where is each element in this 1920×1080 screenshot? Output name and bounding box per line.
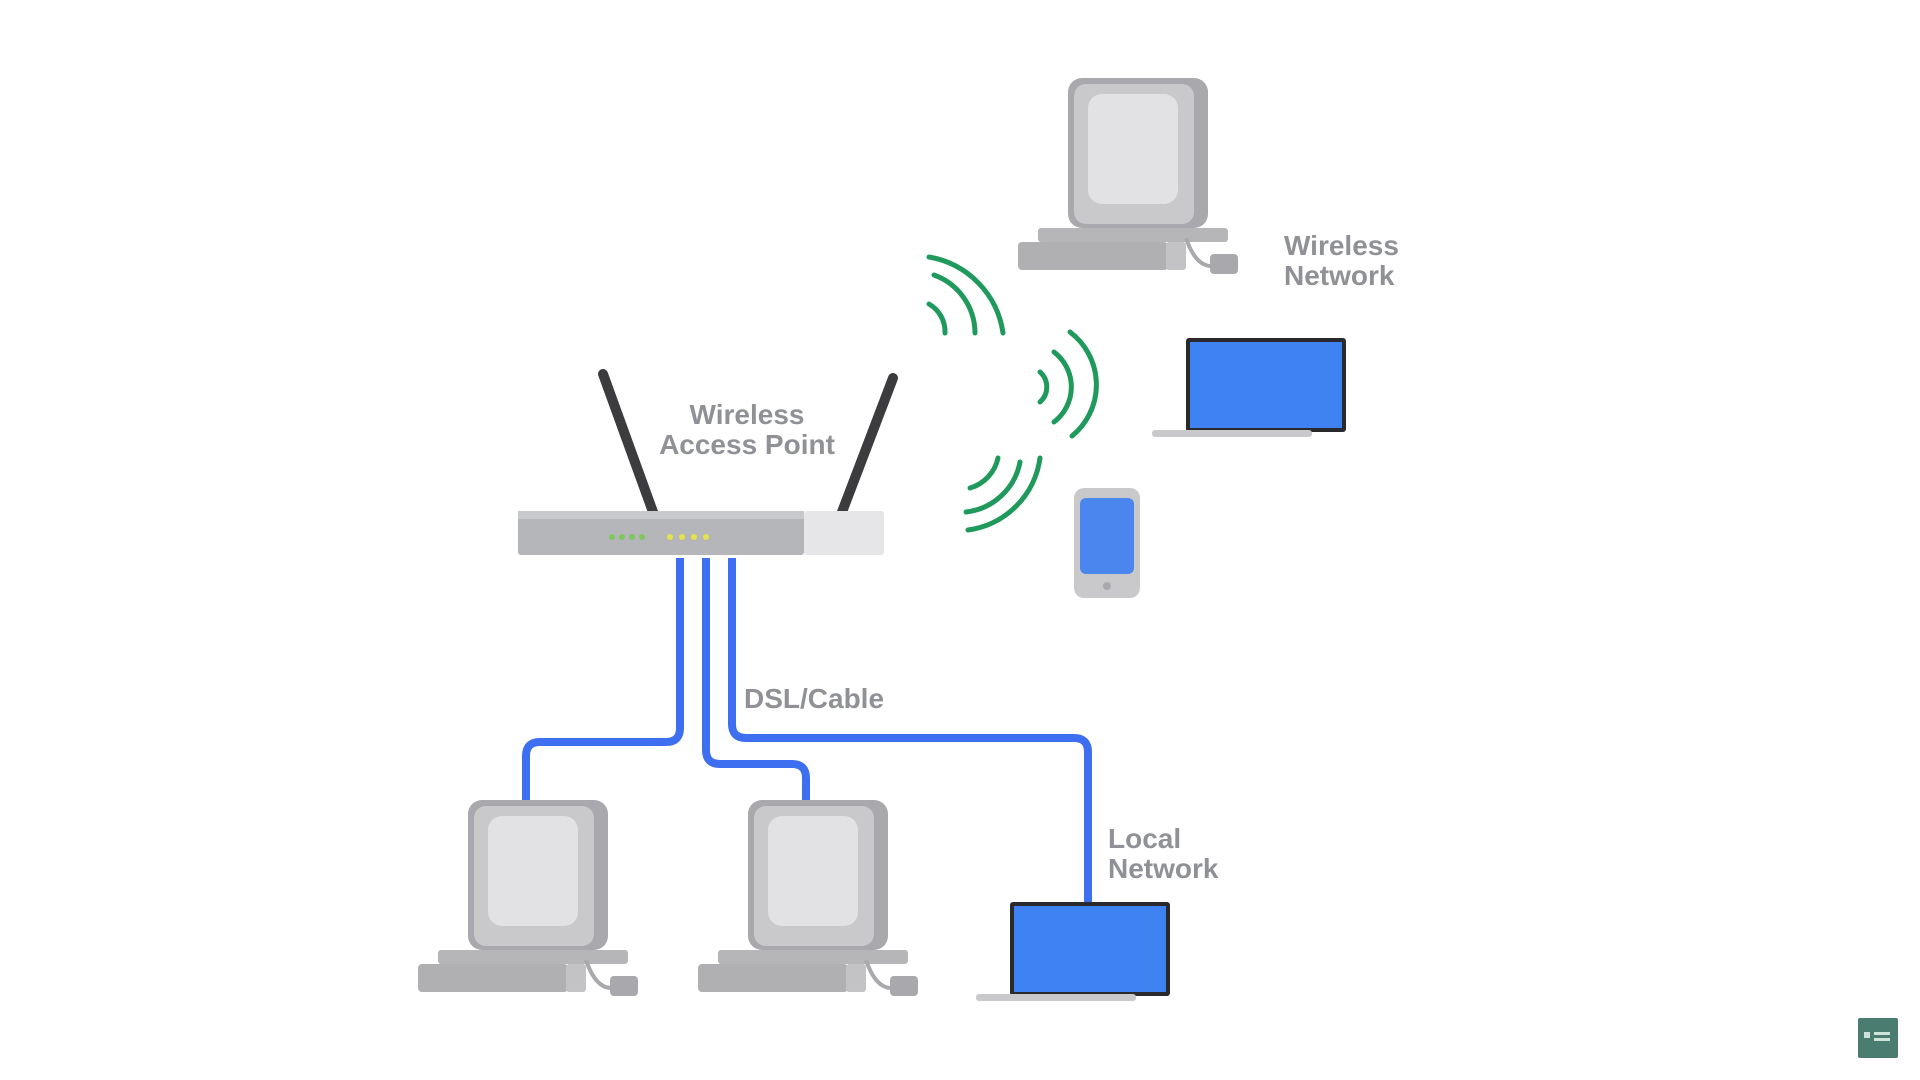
- cable-to-desktop-1: [522, 558, 684, 810]
- cable-to-desktop-2: [702, 558, 810, 810]
- desktop-computer-icon: [1016, 76, 1240, 276]
- laptop-icon: [1152, 338, 1346, 437]
- wireless-network-label: Wireless Network: [1284, 230, 1399, 291]
- channel-logo-icon: [1858, 1018, 1898, 1058]
- wifi-signal-icon: [926, 254, 1099, 533]
- dsl-cable-label: DSL/Cable: [744, 683, 885, 714]
- local-network-label: Local Network: [1108, 823, 1219, 884]
- cable-dsl-to-laptop: [728, 558, 1092, 905]
- desktop-computer-icon: [696, 798, 920, 998]
- laptop-icon: [976, 902, 1170, 1001]
- router-status-lights: [609, 534, 709, 540]
- wireless-router-icon: [518, 369, 898, 555]
- smartphone-icon: [1074, 488, 1140, 598]
- desktop-computer-icon: [416, 798, 640, 998]
- wireless-access-point-label: Wireless Access Point: [659, 399, 835, 460]
